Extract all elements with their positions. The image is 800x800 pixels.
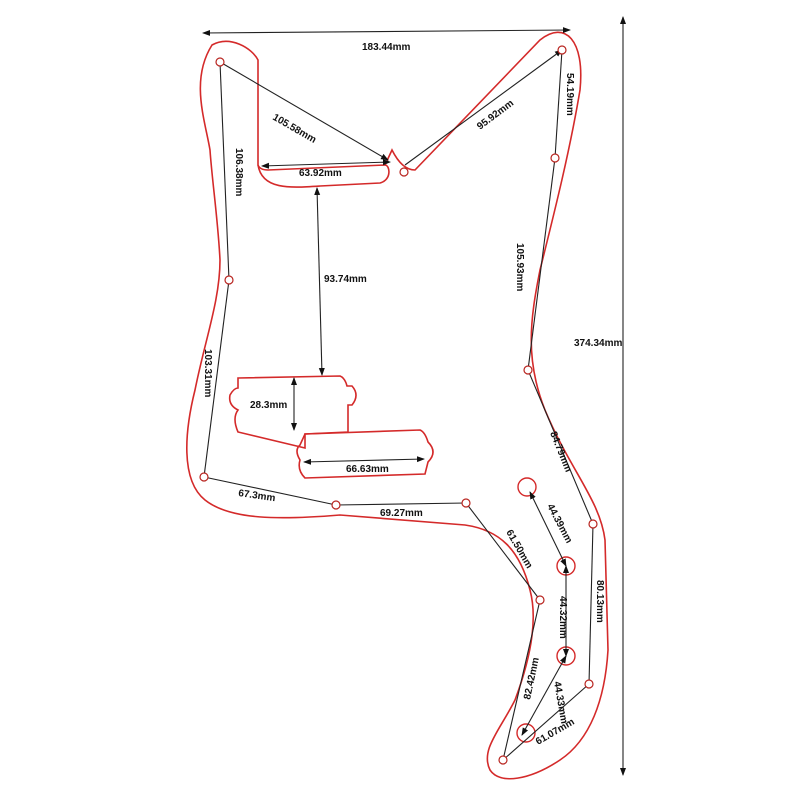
dim-line-knob-3-jack <box>521 655 567 736</box>
screw-hole <box>550 153 560 163</box>
label-bottom-tip: 61.07mm <box>534 717 577 748</box>
pickup-cutout-upper <box>228 375 357 450</box>
label-left-lower: 103.31mm <box>202 349 213 397</box>
screw-hole <box>215 57 225 67</box>
label-top-right-vert: 54.19mm <box>564 73 575 116</box>
label-right-upper: 105.93mm <box>514 243 525 291</box>
dim-line-horn-lower <box>502 599 541 761</box>
screw-hole <box>199 472 209 482</box>
dim-line-left-upper <box>219 61 230 281</box>
label-top-right-diag: 95.92mm <box>475 98 516 133</box>
label-pickup-height: 28.3mm <box>250 400 287 411</box>
label-overall-height: 374.34mm <box>574 338 622 349</box>
dim-line-right-lower-vert <box>588 523 594 685</box>
dim-line-top-right-vert <box>554 49 563 159</box>
screw-hole <box>461 498 471 508</box>
screw-hole <box>557 45 567 55</box>
dim-line-horn-diag <box>465 502 541 601</box>
label-bottom-mid: 69.27mm <box>380 508 423 519</box>
knob-hole-1 <box>517 477 537 497</box>
screw-hole <box>588 519 598 529</box>
label-top-left-diag: 105.58mm <box>271 112 318 146</box>
dim-line-top-left-diag <box>219 61 389 161</box>
neck-notch-outline <box>257 164 390 188</box>
pickup-cutout-lower <box>296 429 434 479</box>
label-right-lower-vert: 80.13mm <box>594 580 605 623</box>
dim-line-pickup-width <box>303 456 425 465</box>
dim-line-right-lower-diag <box>527 369 594 525</box>
label-right-lower-diag: 84.79mm <box>547 430 573 474</box>
screw-hole <box>224 275 234 285</box>
dim-line-overall-width <box>202 27 571 36</box>
dim-line-left-lower <box>203 279 230 478</box>
label-bottom-left: 67.3mm <box>238 488 277 504</box>
label-overall-width: 183.44mm <box>362 42 410 53</box>
screw-hole <box>535 595 545 605</box>
label-notch-width: 63.92mm <box>299 168 342 179</box>
label-knob-1-2: 44.39mm <box>544 502 574 545</box>
dim-line-notch-to-pickup <box>314 187 325 376</box>
dim-line-right-upper <box>527 157 556 371</box>
label-pickup-width: 66.63mm <box>346 464 389 475</box>
label-knob-2-3: 44.32mm <box>557 596 568 639</box>
label-notch-to-pickup: 93.74mm <box>324 274 367 285</box>
screw-holes <box>199 45 598 765</box>
dim-line-bottom-tip <box>502 683 590 761</box>
dim-line-notch-width <box>261 159 391 169</box>
screw-hole <box>331 500 341 510</box>
screw-hole <box>399 167 409 177</box>
dim-line-knob-1-2 <box>529 491 567 567</box>
label-left-upper: 106.38mm <box>233 148 244 196</box>
dim-line-bottom-mid <box>335 502 467 506</box>
screw-hole <box>523 365 533 375</box>
dim-line-top-right-diag <box>404 49 563 166</box>
label-horn-diag: 61.50mm <box>503 528 534 571</box>
screw-hole <box>584 679 594 689</box>
dim-line-bottom-left <box>203 476 337 506</box>
screw-hole <box>498 755 508 765</box>
